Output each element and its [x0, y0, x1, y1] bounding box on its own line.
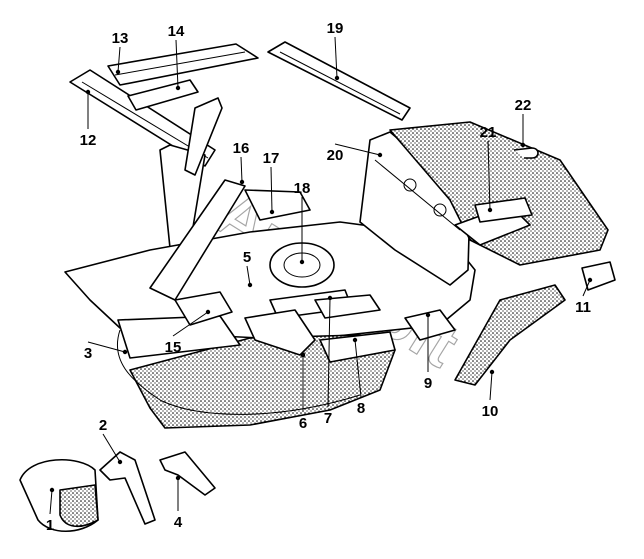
leader-dot-7 — [327, 295, 333, 301]
leader-dot-8 — [352, 337, 358, 343]
leader-dot-5 — [247, 282, 253, 288]
part-1-wheelhouse — [19, 459, 99, 532]
leader-line-1 — [49, 489, 53, 515]
callout-number-2: 2 — [99, 417, 107, 434]
part-7-crossmember — [314, 294, 381, 319]
callout-number-18: 18 — [294, 180, 311, 197]
callout-number-4: 4 — [174, 514, 183, 531]
part-6-seat-mount — [244, 309, 316, 356]
callout-number-10: 10 — [482, 403, 499, 420]
callout-number-15: 15 — [165, 339, 182, 356]
leader-line-2 — [102, 433, 121, 463]
callout-number-16: 16 — [233, 140, 250, 157]
part-16-strut — [149, 179, 246, 301]
callout-number-22: 22 — [515, 97, 532, 114]
part-2-bracket — [99, 451, 156, 525]
leader-dot-18 — [299, 259, 305, 265]
leader-dot-12 — [85, 89, 91, 95]
leader-line-21 — [487, 140, 491, 211]
callout-number-12: 12 — [80, 132, 97, 149]
leader-dot-20 — [377, 152, 383, 158]
part-21-trunk-panel — [474, 197, 533, 223]
part-9-bracket — [404, 309, 456, 341]
leader-line-13 — [117, 46, 121, 73]
callout-number-14: 14 — [168, 23, 185, 40]
leader-line-11 — [582, 279, 591, 297]
callout-number-1: 1 — [46, 517, 54, 534]
leader-line-20 — [334, 143, 381, 156]
leader-dot-13 — [115, 69, 121, 75]
leader-line-7 — [327, 297, 331, 408]
callout-number-21: 21 — [480, 124, 497, 141]
leader-line-14 — [175, 39, 179, 89]
leader-dot-14 — [175, 85, 181, 91]
leader-line-17 — [270, 166, 273, 213]
part-10-wheel-arch — [454, 284, 566, 386]
callout-number-11: 11 — [575, 299, 591, 316]
callout-number-8: 8 — [357, 400, 365, 417]
leader-dot-10 — [489, 369, 495, 375]
leader-dot-9 — [425, 312, 431, 318]
leader-line-3 — [87, 341, 126, 353]
leader-line-19 — [334, 36, 338, 79]
leader-dot-16 — [239, 179, 245, 185]
leader-dot-3 — [122, 349, 128, 355]
leader-line-10 — [489, 371, 493, 401]
leader-dot-1 — [49, 487, 55, 493]
leader-dot-19 — [334, 75, 340, 81]
part-8-rocker — [319, 331, 396, 363]
part-22-hook — [513, 147, 539, 159]
callout-number-13: 13 — [112, 30, 129, 47]
callout-number-5: 5 — [243, 249, 251, 266]
leader-dot-6 — [300, 352, 306, 358]
callout-number-17: 17 — [263, 150, 280, 167]
part-17-strut — [244, 189, 311, 221]
part-4-bracket — [159, 451, 216, 496]
leader-dot-2 — [117, 459, 123, 465]
part-11-end-cap — [581, 261, 616, 291]
callout-number-19: 19 — [327, 20, 344, 37]
callout-number-20: 20 — [327, 147, 344, 164]
rear-trunk-floor — [389, 121, 609, 266]
part-15-bracket — [174, 291, 233, 326]
leader-dot-11 — [587, 277, 593, 283]
leader-line-16 — [240, 156, 243, 183]
callout-number-9: 9 — [424, 375, 432, 392]
leader-dot-21 — [487, 207, 493, 213]
callout-number-6: 6 — [299, 415, 307, 432]
leader-dot-15 — [205, 309, 211, 315]
callout-number-7: 7 — [324, 410, 332, 427]
leader-line-15 — [172, 311, 209, 337]
leader-dot-17 — [269, 209, 275, 215]
leader-line-8 — [354, 339, 362, 398]
leader-line-5 — [246, 265, 251, 286]
callout-number-3: 3 — [84, 345, 92, 362]
part-19-roof-rail — [267, 41, 411, 121]
leader-dot-4 — [175, 475, 181, 481]
leader-dot-22 — [520, 142, 526, 148]
part-14-bracket — [127, 79, 223, 176]
part-13-upper-rail — [107, 43, 259, 86]
